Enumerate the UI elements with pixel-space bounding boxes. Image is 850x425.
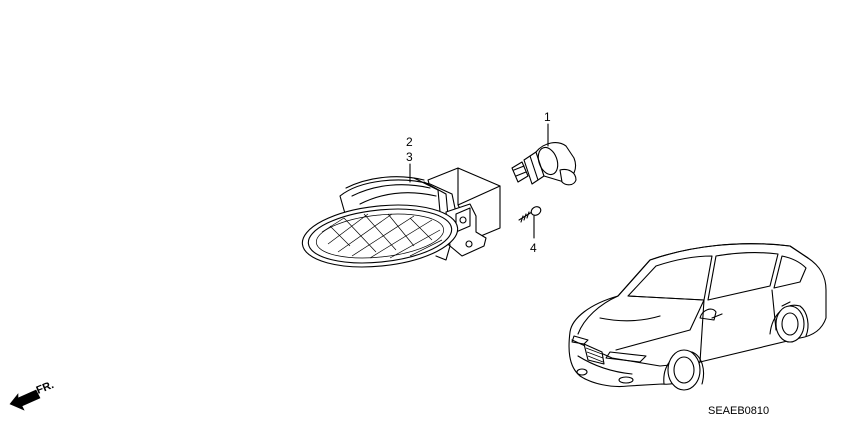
callout-4: 4	[530, 241, 537, 255]
screw	[518, 206, 542, 239]
callout-3: 3	[406, 150, 413, 164]
car-illustration	[568, 243, 827, 391]
diagram-code: SEAEB0810	[708, 405, 769, 417]
fog-light-assembly	[301, 163, 501, 268]
callout-2: 2	[406, 135, 413, 149]
direction-label: FR.	[35, 379, 56, 397]
fog-light-bulb	[511, 123, 577, 186]
front-direction-arrow: FR.	[9, 379, 56, 411]
callout-1: 1	[544, 110, 551, 124]
lens-pattern	[321, 213, 443, 259]
arrow-icon	[9, 389, 41, 411]
